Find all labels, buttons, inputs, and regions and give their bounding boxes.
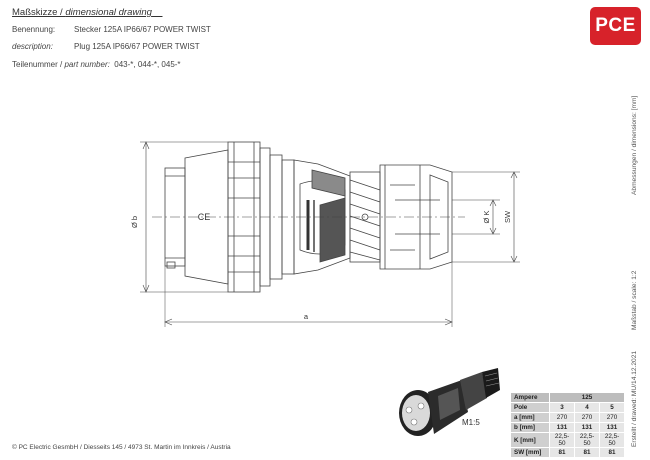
row-label: Pole bbox=[510, 402, 550, 413]
drawing-title: Maßskizze / dimensional drawing bbox=[12, 7, 162, 18]
table-cell: 4 bbox=[574, 402, 600, 413]
table-cell: 131 bbox=[549, 422, 575, 433]
table-cell: 81 bbox=[549, 447, 575, 458]
table-cell: 81 bbox=[574, 447, 600, 458]
ce-mark: CE bbox=[198, 212, 211, 222]
title-de: Maßskizze / bbox=[12, 7, 66, 18]
table-row: K [mm] 22,5-50 22,5-50 22,5-50 bbox=[510, 432, 625, 448]
header-cell: 125 bbox=[549, 392, 625, 403]
spec-table: Ampere 125 Pole 3 4 5 a [mm] 270 270 270… bbox=[510, 392, 625, 458]
title-en: dimensional drawing bbox=[65, 7, 152, 18]
table-row: Pole 3 4 5 bbox=[510, 402, 625, 413]
row-label: K [mm] bbox=[510, 432, 550, 448]
naming-row: Benennung: Stecker 125A IP66/67 POWER TWI… bbox=[12, 25, 211, 34]
description-row: description: Plug 125A IP66/67 POWER TWIS… bbox=[12, 42, 200, 51]
pce-logo: PCE bbox=[590, 7, 641, 45]
part-value: 043-*, 044-*, 045-* bbox=[114, 60, 181, 69]
dim-k-label: Ø K bbox=[482, 211, 491, 224]
table-row: b [mm] 131 131 131 bbox=[510, 422, 625, 433]
table-cell: 22,5-50 bbox=[549, 432, 575, 448]
row-label: b [mm] bbox=[510, 422, 550, 433]
copyright-footer: © PC Electric GesmbH / Diesseits 145 / 4… bbox=[12, 444, 231, 451]
description-label: description: bbox=[12, 42, 53, 51]
header-cell: Ampere bbox=[510, 392, 550, 403]
side-dimensions-label: Abmessungen / dimensions: [mm] bbox=[631, 95, 638, 195]
side-created-label: Erstellt / drawed: MU/14.12.2021 bbox=[631, 350, 638, 447]
side-scale-label: Maßstab / scale: 1:2 bbox=[631, 270, 638, 330]
preview-scale-label: M1:5 bbox=[462, 418, 480, 427]
dim-sw-label: SW bbox=[503, 210, 512, 223]
table-cell: 270 bbox=[574, 412, 600, 423]
table-row: SW [mm] 81 81 81 bbox=[510, 447, 625, 458]
part-label-en: part number: bbox=[64, 60, 110, 69]
naming-value: Stecker 125A IP66/67 POWER TWIST bbox=[74, 25, 211, 34]
part-number-row: Teilenummer / part number: 043-*, 044-*,… bbox=[12, 60, 181, 69]
table-row: a [mm] 270 270 270 bbox=[510, 412, 625, 423]
table-cell: 270 bbox=[599, 412, 625, 423]
table-cell: 22,5-50 bbox=[599, 432, 625, 448]
table-header-row: Ampere 125 bbox=[510, 392, 625, 403]
row-label: SW [mm] bbox=[510, 447, 550, 458]
table-cell: 131 bbox=[574, 422, 600, 433]
row-label: a [mm] bbox=[510, 412, 550, 423]
table-cell: 3 bbox=[549, 402, 575, 413]
description-value: Plug 125A IP66/67 POWER TWIST bbox=[74, 42, 200, 51]
plug-preview-image bbox=[399, 368, 500, 436]
table-cell: 81 bbox=[599, 447, 625, 458]
table-cell: 22,5-50 bbox=[574, 432, 600, 448]
part-label-de: Teilenummer / bbox=[12, 60, 65, 69]
table-cell: 270 bbox=[549, 412, 575, 423]
dim-a-label: a bbox=[304, 312, 309, 321]
dim-b-label: Ø b bbox=[130, 216, 139, 228]
table-cell: 131 bbox=[599, 422, 625, 433]
naming-label: Benennung: bbox=[12, 25, 56, 34]
table-cell: 5 bbox=[599, 402, 625, 413]
